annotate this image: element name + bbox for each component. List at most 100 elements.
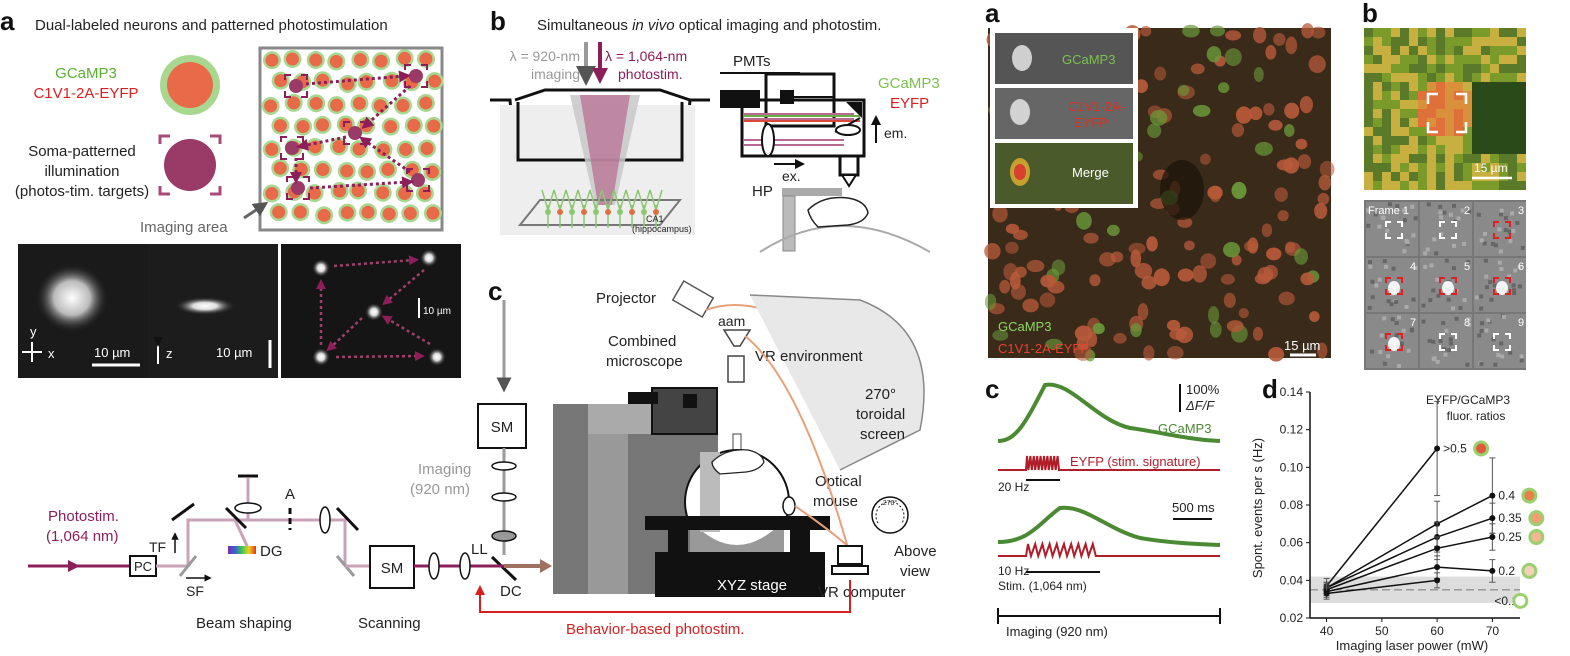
zoom-pixel	[1454, 181, 1463, 190]
frame-bracket	[1493, 333, 1511, 351]
zoom-pixel	[1463, 46, 1472, 55]
data-point	[1434, 577, 1441, 584]
imaging-label: Imaging (920 nm)	[1006, 624, 1108, 639]
cell-inner	[309, 53, 323, 67]
aam-label: aam	[718, 313, 745, 329]
data-point	[1434, 445, 1441, 452]
cell-inner	[352, 96, 366, 110]
zoom-pixel	[1490, 64, 1499, 73]
frame-noise	[1374, 283, 1379, 288]
neuron-soma	[557, 209, 563, 215]
zoom-pixel	[1391, 109, 1400, 118]
cell-inner	[293, 205, 307, 219]
zoom-pixel	[1391, 181, 1400, 190]
photostim-spot	[428, 348, 446, 366]
cell-inner	[273, 119, 287, 133]
right-panel-d: d EYFP/GCaMP3 fluor. ratios 0.020.040.06…	[1250, 374, 1545, 653]
micro-cell	[1316, 342, 1328, 359]
zoom-pixel	[1508, 154, 1517, 163]
target-cell	[291, 181, 305, 195]
zoom-pixel	[1427, 55, 1436, 64]
right-panel-a: a GCaMP3 C1V1-2A- EYFP Merge GCaMP3 C1V1…	[984, 0, 1335, 362]
panel-title: Dual-labeled neurons and patterned photo…	[35, 17, 388, 34]
frame-noise	[1488, 280, 1493, 285]
zoom-pixel	[1517, 100, 1526, 109]
frame-noise	[1385, 228, 1390, 233]
neuron-dendrite	[649, 189, 663, 228]
gcamp-trace-label: GCaMP3	[1158, 421, 1211, 436]
zoom-pixel	[1508, 73, 1517, 82]
frame-noise	[1394, 299, 1399, 304]
zoom-pixel	[1418, 64, 1427, 73]
frame-label: 8	[1464, 317, 1470, 329]
detection-box	[740, 98, 866, 158]
frame-noise	[1410, 204, 1415, 209]
frame-noise	[1438, 215, 1443, 220]
micro-cell	[1039, 292, 1056, 308]
zoom-pixel	[1490, 145, 1499, 154]
zoom-pixel	[1436, 64, 1445, 73]
frame-noise	[1511, 288, 1516, 293]
frame-noise	[1384, 264, 1389, 269]
zoom-pixel	[1400, 46, 1409, 55]
objective-tip	[840, 174, 858, 188]
data-point	[1489, 567, 1496, 574]
zoom-pixel	[1382, 172, 1391, 181]
zoom-pixel	[1499, 181, 1508, 190]
cell-inner	[316, 163, 330, 177]
frame-noise	[1435, 277, 1440, 282]
micro-cell	[1045, 338, 1063, 350]
scale-y-l2: ΔF/F	[1185, 398, 1215, 413]
zoom-pixel	[1481, 154, 1490, 163]
zoom-pixel	[1391, 145, 1400, 154]
zoom-pixel	[1418, 82, 1427, 91]
zoom-pixel	[1373, 100, 1382, 109]
zoom-pixel	[1454, 55, 1463, 64]
frame-noise	[1377, 277, 1382, 282]
zoom-pixel	[1391, 163, 1400, 172]
zoom-pixel	[1517, 46, 1526, 55]
frame-noise	[1467, 322, 1472, 327]
title-pre: Simultaneous	[537, 17, 632, 34]
micro-cell	[1252, 326, 1263, 341]
frame-bracket	[1385, 277, 1403, 295]
zoom-pixel	[1508, 82, 1517, 91]
y-tick-label: 0.08	[1280, 498, 1304, 512]
neuron-dendrite	[625, 189, 639, 228]
zoom-pixel	[1454, 46, 1463, 55]
target-arrow	[309, 176, 414, 190]
frame-noise	[1438, 338, 1443, 343]
frame-noise	[1382, 316, 1387, 321]
beam-shaping-path	[186, 518, 347, 566]
scan-lens-2	[459, 552, 471, 580]
micro-cell	[1223, 241, 1241, 258]
frame-noise	[1515, 220, 1520, 225]
frame-label: 9	[1518, 317, 1524, 329]
zoom-pixel	[1373, 145, 1382, 154]
zoom-pixel	[1382, 64, 1391, 73]
micro-cell	[1225, 30, 1242, 41]
right-panel-c: c 100% ΔF/F GCaMP3 EYFP (stim. signature…	[985, 374, 1221, 639]
zoom-pixel	[1490, 91, 1499, 100]
cell-field	[261, 49, 444, 225]
zoom-pixel	[1400, 37, 1409, 46]
frame-label: 5	[1464, 261, 1470, 273]
frame-noise	[1493, 283, 1498, 288]
cell-inner	[407, 118, 421, 132]
above-l2: view	[900, 563, 930, 580]
headplate	[782, 188, 842, 196]
photostim-spot	[365, 303, 383, 321]
micro-cell	[1209, 321, 1222, 338]
zoom-pixel	[1418, 136, 1427, 145]
micro-cell	[1113, 333, 1127, 344]
zoom-pixel	[1373, 46, 1382, 55]
zoom-pixel	[1382, 145, 1391, 154]
dc-label: DC	[500, 583, 522, 600]
zoom-pixel	[1517, 172, 1526, 181]
micro-cell	[1206, 46, 1222, 63]
zoom-pixel	[1463, 127, 1472, 136]
micro-cell	[1274, 187, 1288, 202]
cell-inner	[353, 53, 367, 67]
frame-noise	[1366, 208, 1371, 213]
zoom-pixel	[1418, 145, 1427, 154]
